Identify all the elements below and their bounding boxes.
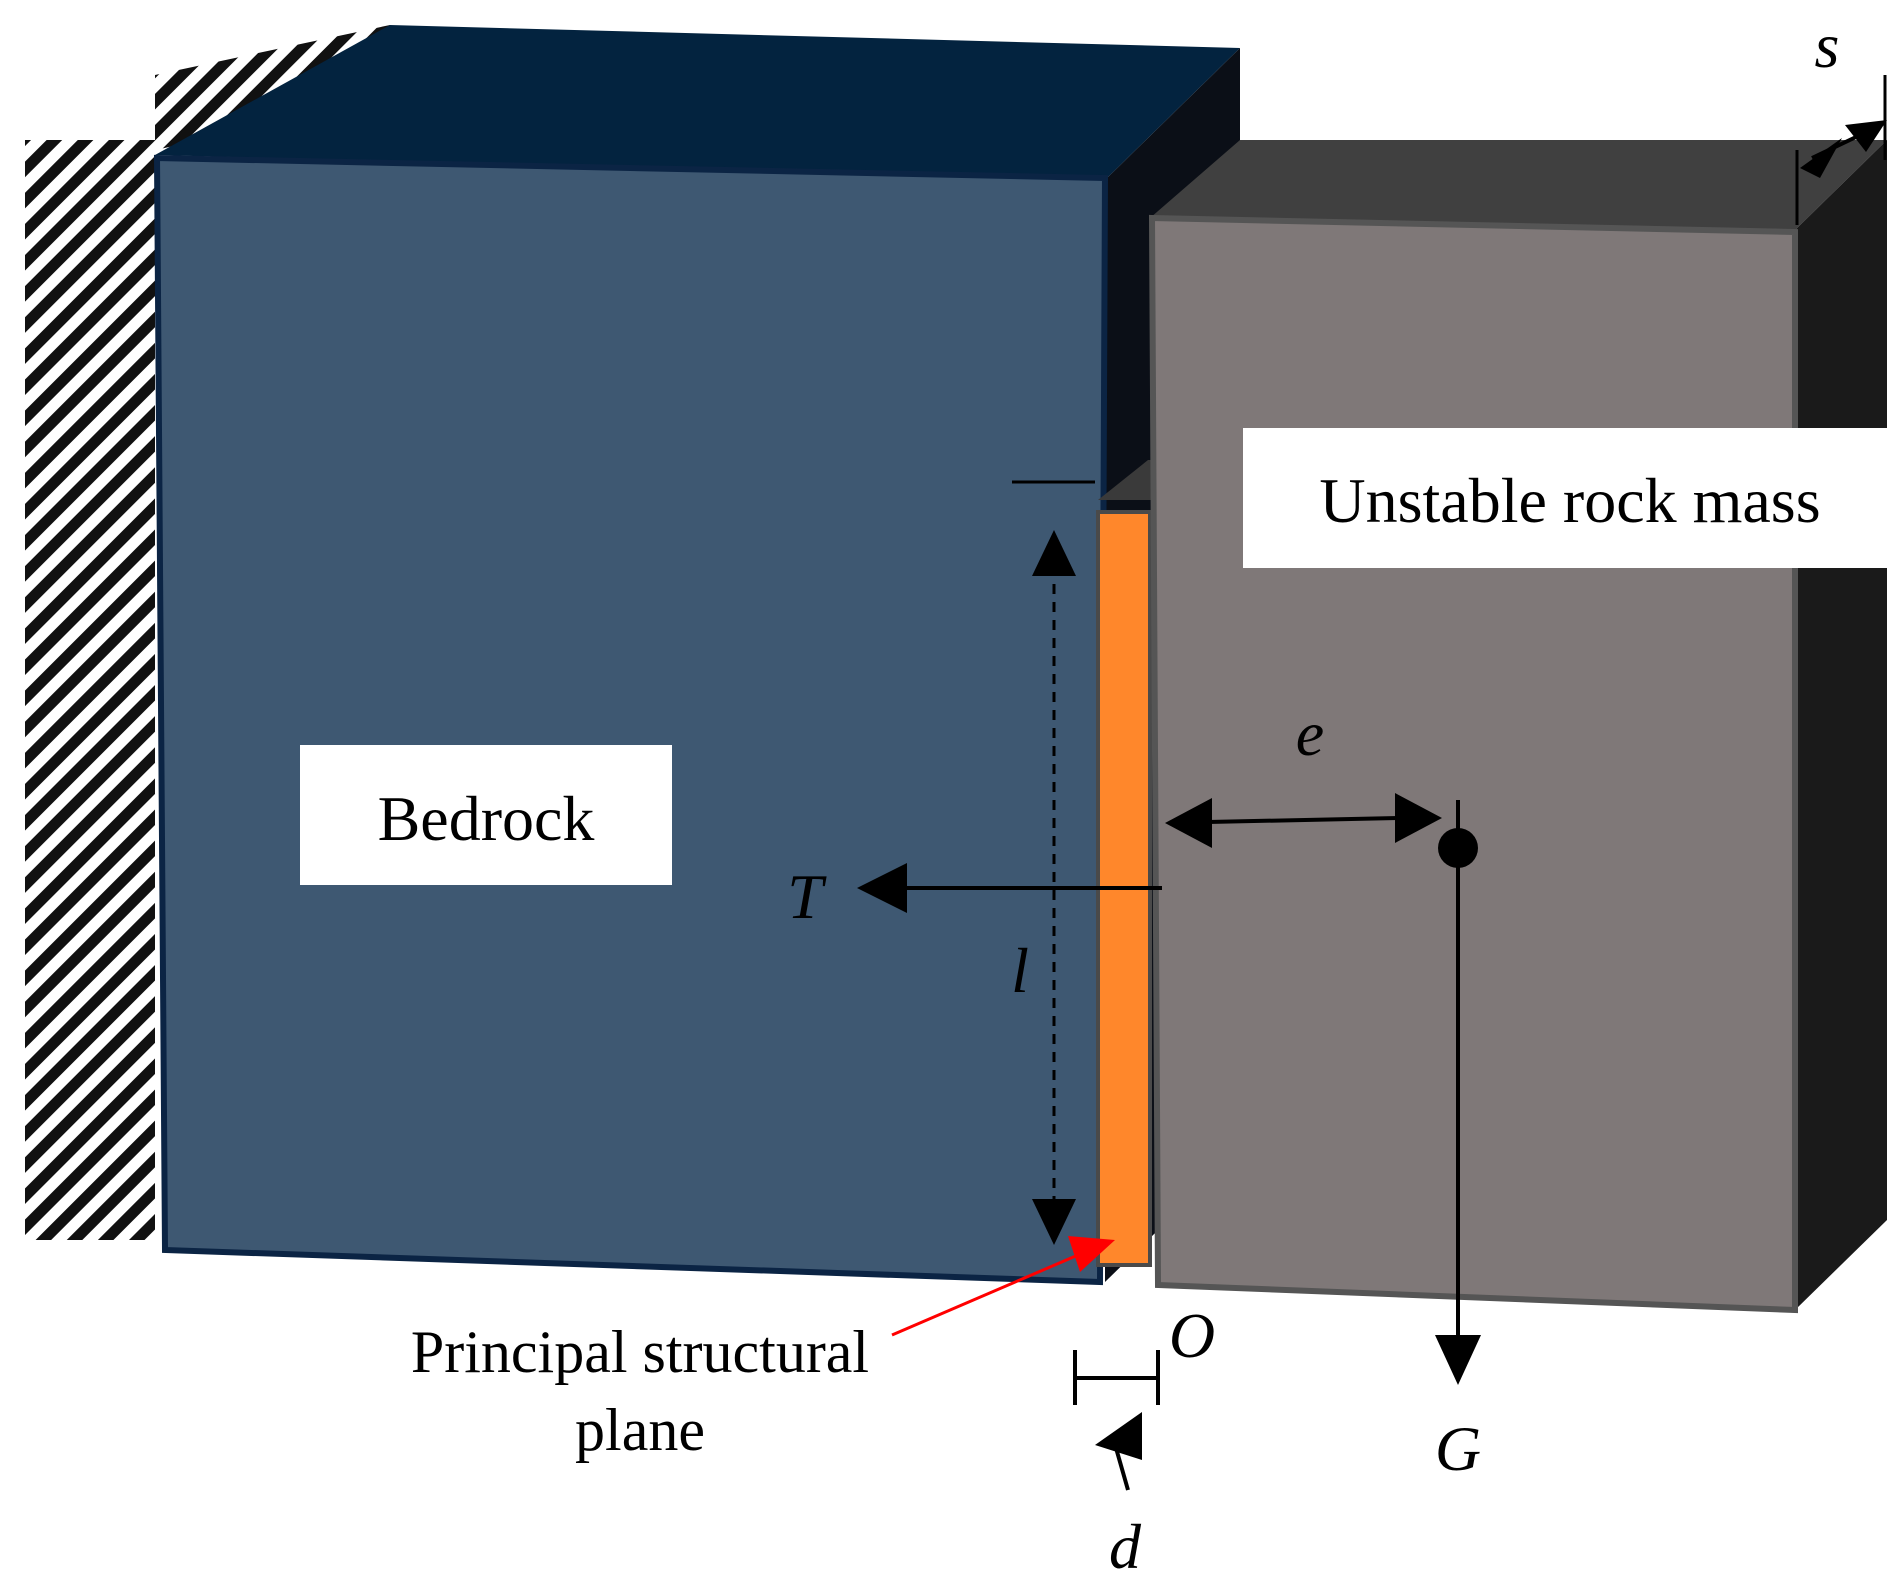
principal-structural-plane-label-line2: plane (575, 1397, 705, 1463)
force-T-arrow: T (787, 861, 1162, 932)
bedrock-front-face (153, 154, 1109, 1286)
bedrock-label: Bedrock (378, 783, 595, 854)
unstable-rock-label-box: Unstable rock mass (1243, 428, 1904, 568)
unstable-rock-mass-label: Unstable rock mass (1319, 465, 1820, 536)
fixed-wall-hatch (25, 25, 390, 1240)
bedrock-top-face (155, 25, 1240, 180)
e-label: e (1296, 698, 1324, 769)
principal-plane-pointer (891, 1236, 1115, 1337)
principal-structural-plane (1096, 460, 1158, 1267)
s-label: s (1815, 10, 1840, 81)
bedrock-label-box: Bedrock (300, 745, 672, 885)
bedrock-block (153, 25, 1240, 1286)
rock-front-face (1148, 214, 1798, 1314)
dimension-e: e (1165, 698, 1442, 848)
unstable-rock-block (1148, 140, 1887, 1314)
gravity-G-arrow: G (1435, 800, 1481, 1484)
T-label: T (787, 861, 827, 932)
dimension-l: l (1000, 480, 1095, 1245)
rock-top-face (1150, 140, 1887, 230)
center-of-gravity-point (1438, 828, 1478, 868)
principal-structural-plane-label-line1: Principal structural (411, 1319, 869, 1385)
l-label: l (1011, 935, 1029, 1006)
dimension-s: s (1795, 10, 1887, 225)
G-label: G (1435, 1413, 1481, 1484)
d-label: d (1109, 1511, 1142, 1582)
rock-side-face (1795, 140, 1887, 1310)
dimension-d: d (1073, 1350, 1160, 1582)
O-label: O (1169, 1300, 1215, 1371)
